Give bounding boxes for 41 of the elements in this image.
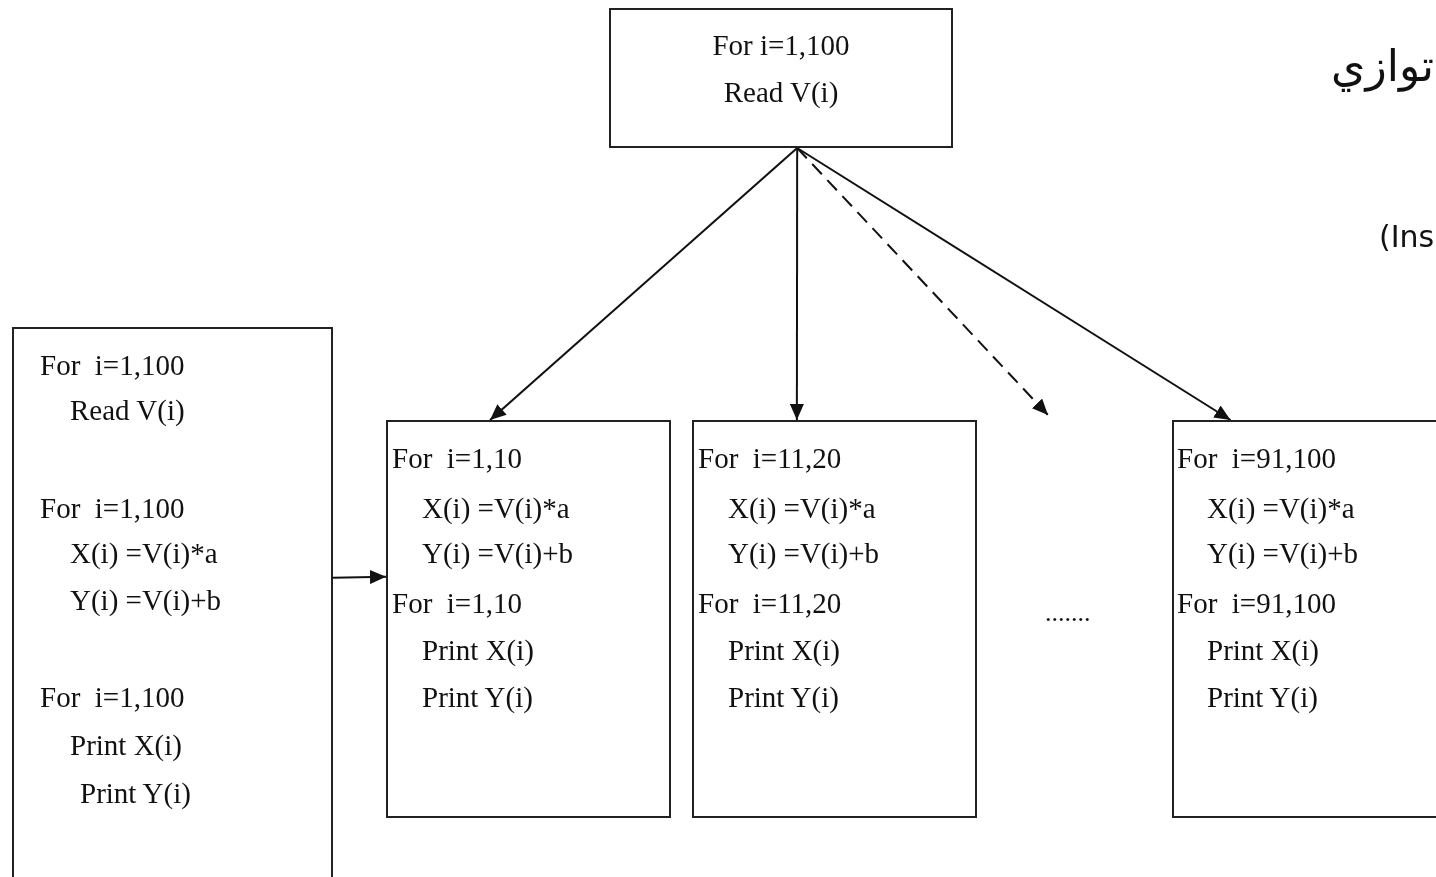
code-line: For i=11,20 bbox=[698, 441, 842, 475]
arrow bbox=[332, 570, 387, 585]
code-line: Y(i) =V(i)+b bbox=[1207, 536, 1359, 570]
code-box bbox=[692, 420, 977, 818]
code-box bbox=[1172, 420, 1436, 818]
code-line: Print Y(i) bbox=[1207, 680, 1318, 714]
code-box bbox=[386, 420, 671, 818]
code-line: Y(i) =V(i)+b bbox=[70, 583, 222, 617]
code-line: Print X(i) bbox=[728, 633, 840, 667]
code-line: Print X(i) bbox=[1207, 633, 1319, 667]
code-box bbox=[12, 327, 333, 877]
arrow bbox=[796, 147, 1232, 421]
arrow bbox=[789, 147, 804, 421]
arrow bbox=[796, 147, 1049, 416]
code-line: For i=1,100 bbox=[40, 680, 185, 714]
code-line: Print Y(i) bbox=[80, 776, 191, 810]
code-box bbox=[609, 8, 953, 148]
code-line: For i=11,20 bbox=[698, 586, 842, 620]
ellipsis-text: ....... bbox=[1045, 596, 1091, 628]
code-line: Read V(i) bbox=[723, 75, 839, 109]
code-line: Y(i) =V(i)+b bbox=[728, 536, 880, 570]
code-line: Print X(i) bbox=[70, 728, 182, 762]
code-line: X(i) =V(i)*a bbox=[422, 491, 570, 525]
code-line: Print X(i) bbox=[422, 633, 534, 667]
code-line: For i=91,100 bbox=[1177, 441, 1336, 475]
code-line: X(i) =V(i)*a bbox=[70, 536, 218, 570]
code-line: For i=1,10 bbox=[392, 441, 522, 475]
code-line: For i=1,100 bbox=[40, 491, 185, 525]
code-line: Print Y(i) bbox=[422, 680, 533, 714]
code-line: Y(i) =V(i)+b bbox=[422, 536, 574, 570]
code-line: Read V(i) bbox=[70, 393, 185, 427]
heading-text: (Ins bbox=[1379, 219, 1435, 255]
code-line: For i=1,100 bbox=[712, 28, 850, 62]
code-line: For i=91,100 bbox=[1177, 586, 1336, 620]
code-line: Print Y(i) bbox=[728, 680, 839, 714]
arrow bbox=[489, 147, 799, 421]
code-line: For i=1,10 bbox=[392, 586, 522, 620]
code-line: X(i) =V(i)*a bbox=[1207, 491, 1355, 525]
heading-text: توازي bbox=[1331, 38, 1434, 92]
code-line: X(i) =V(i)*a bbox=[728, 491, 876, 525]
code-line: For i=1,100 bbox=[40, 348, 185, 382]
